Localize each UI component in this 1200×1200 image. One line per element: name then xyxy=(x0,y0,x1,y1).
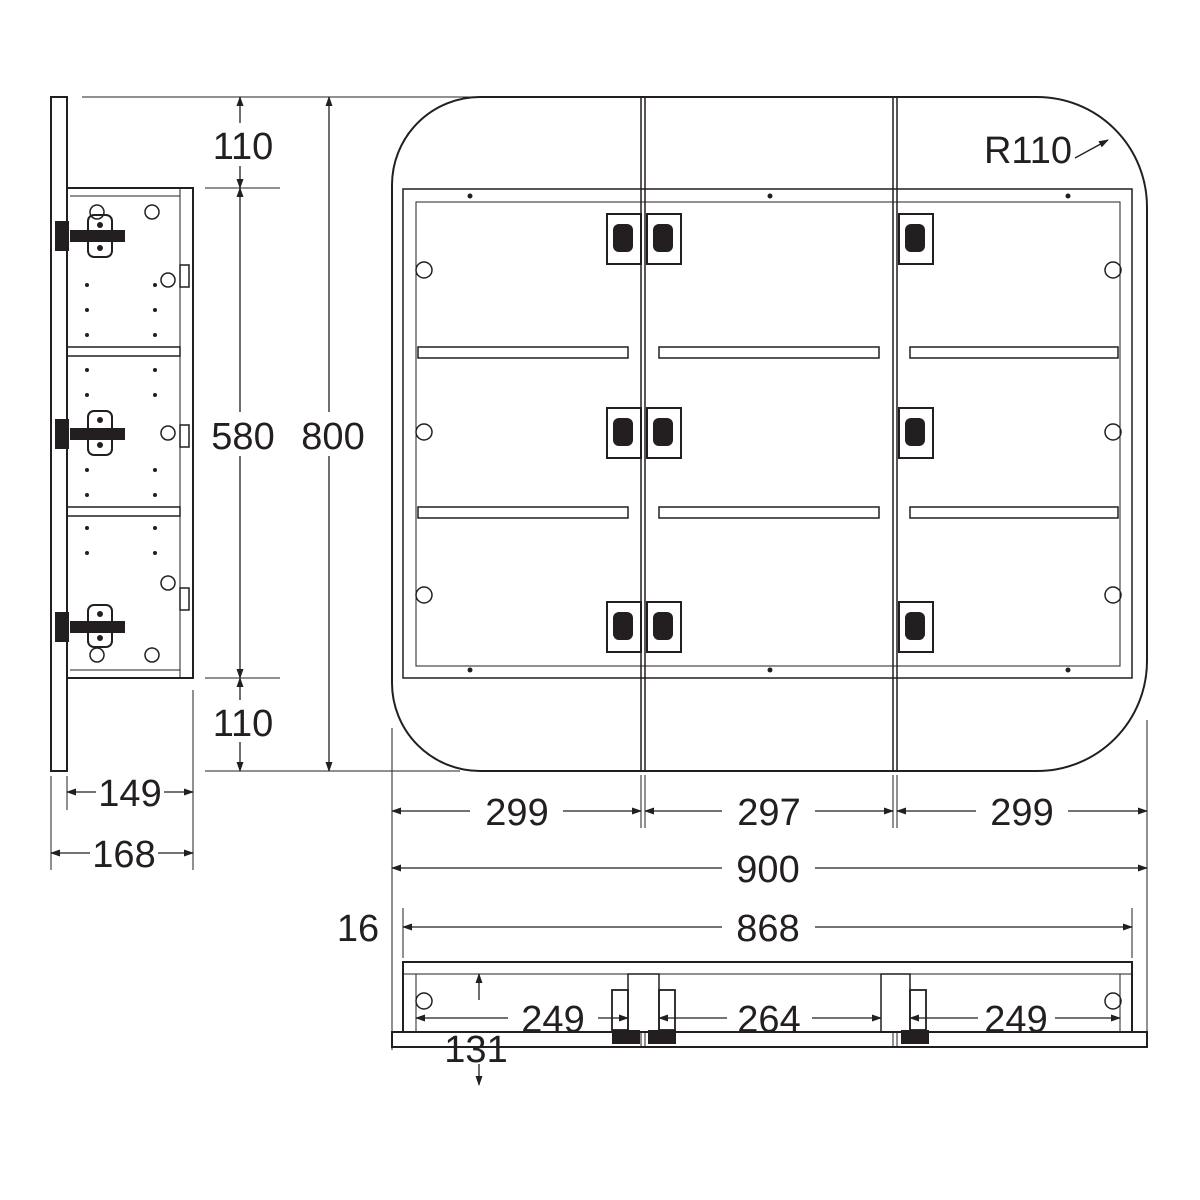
side-shelf-1 xyxy=(66,346,181,357)
dim-total-width: 900 xyxy=(736,849,799,891)
dim-total-depth: 168 xyxy=(92,834,155,876)
dim-door-left: 299 xyxy=(485,792,548,834)
dim-inner-height: 580 xyxy=(211,416,274,458)
dim-compartment-middle: 264 xyxy=(737,999,800,1041)
dim-corner-radius: R110 xyxy=(984,130,1072,172)
front-shelf-left-2 xyxy=(417,506,629,519)
top-door-strip xyxy=(391,1031,1148,1048)
dim-door-thickness: 16 xyxy=(337,908,379,950)
dim-bottom-gap: 110 xyxy=(213,703,274,745)
side-hinge-bottom xyxy=(55,604,125,648)
front-shelf-left-1 xyxy=(417,346,629,359)
dim-total-height: 800 xyxy=(301,416,364,458)
front-shelf-right-2 xyxy=(909,506,1119,519)
dim-top-gap: 110 xyxy=(213,126,274,168)
side-hinge-middle xyxy=(55,410,125,456)
side-hinge-top xyxy=(55,214,125,258)
top-view: 16 868 xyxy=(337,908,1148,1086)
dim-body-width: 868 xyxy=(736,908,799,950)
dim-door-middle: 297 xyxy=(737,792,800,834)
front-shelf-middle-1 xyxy=(658,346,880,359)
dim-door-right: 299 xyxy=(990,792,1053,834)
front-cabinet-frame xyxy=(402,188,1133,679)
dim-compartment-left: 249 xyxy=(521,999,584,1041)
front-door-outline xyxy=(391,96,1148,772)
side-view: 110 580 800 110 149 168 xyxy=(50,96,470,876)
side-shelf-2 xyxy=(66,506,181,517)
dim-body-depth: 149 xyxy=(98,773,161,815)
dim-shelf-depth: 131 xyxy=(444,1029,507,1071)
front-shelf-middle-2 xyxy=(658,506,880,519)
front-view: R110 299 297 299 900 xyxy=(391,96,1148,1050)
front-shelf-right-1 xyxy=(909,346,1119,359)
dim-compartment-right: 249 xyxy=(984,999,1047,1041)
